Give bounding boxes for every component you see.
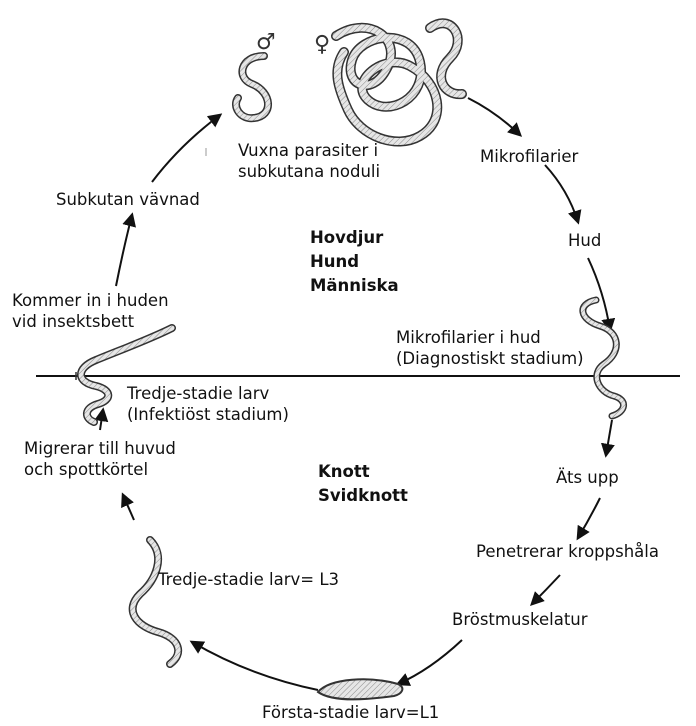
vector-knott: Knott	[318, 460, 408, 484]
label-microfilariae-in-skin: Mikrofilarier i hud (Diagnostiskt stadiu…	[396, 327, 584, 369]
arrow-microfilariae-to-skin	[545, 165, 578, 222]
arrow-to-ingested	[606, 420, 612, 455]
label-infective-l3: Tredje-stadie larv (Infektiöst stadium)	[127, 383, 289, 425]
arrow-migrates-to-infective	[100, 410, 103, 430]
label-adult-parasites: Vuxna parasiter i subkutana noduli	[238, 140, 380, 182]
microfilaria-in-skin-illustration	[583, 300, 624, 416]
label-enters-skin: Kommer in i huden vid insektsbett	[12, 290, 169, 332]
arrow-penetrates-to-thoracic	[532, 575, 560, 604]
arrow-l1-to-l3	[192, 642, 318, 690]
label-migrates: Migrerar till huvud och spottkörtel	[24, 438, 176, 480]
label-subcutaneous: Subkutan vävnad	[56, 189, 200, 210]
l3-larva-illustration	[133, 540, 179, 664]
arrow-l3-to-migrates	[123, 495, 134, 520]
male-symbol: ♂	[256, 30, 276, 55]
label-ingested: Äts upp	[556, 467, 619, 488]
l1-larva-illustration	[318, 679, 402, 699]
vector-hosts: Knott Svidknott	[318, 460, 408, 508]
label-microfilariae: Mikrofilarier	[480, 146, 578, 167]
vector-svidknott: Svidknott	[318, 484, 408, 508]
label-skin: Hud	[568, 230, 601, 251]
arrow-thoracic-to-l1	[398, 640, 462, 684]
definitive-hosts: Hovdjur Hund Människa	[310, 226, 399, 298]
female-symbol: ♀	[314, 32, 330, 57]
female-worm-illustration	[336, 23, 462, 141]
label-l1: Första-stadie larv=L1	[262, 702, 439, 723]
male-worm-illustration	[236, 56, 268, 118]
host-hovdjur: Hovdjur	[310, 226, 399, 250]
host-manniska: Människa	[310, 274, 399, 298]
label-penetrates: Penetrerar kroppshåla	[476, 541, 659, 562]
arrow-to-subcutaneous	[116, 215, 132, 286]
arrow-subcutaneous-to-adults	[152, 115, 220, 182]
arrow-adults-to-microfilariae	[468, 98, 520, 135]
label-thoracic-muscle: Bröstmuskelatur	[452, 609, 588, 630]
host-hund: Hund	[310, 250, 399, 274]
label-l3: Tredje-stadie larv= L3	[158, 569, 339, 590]
arrow-ingested-to-penetrates	[578, 498, 600, 538]
